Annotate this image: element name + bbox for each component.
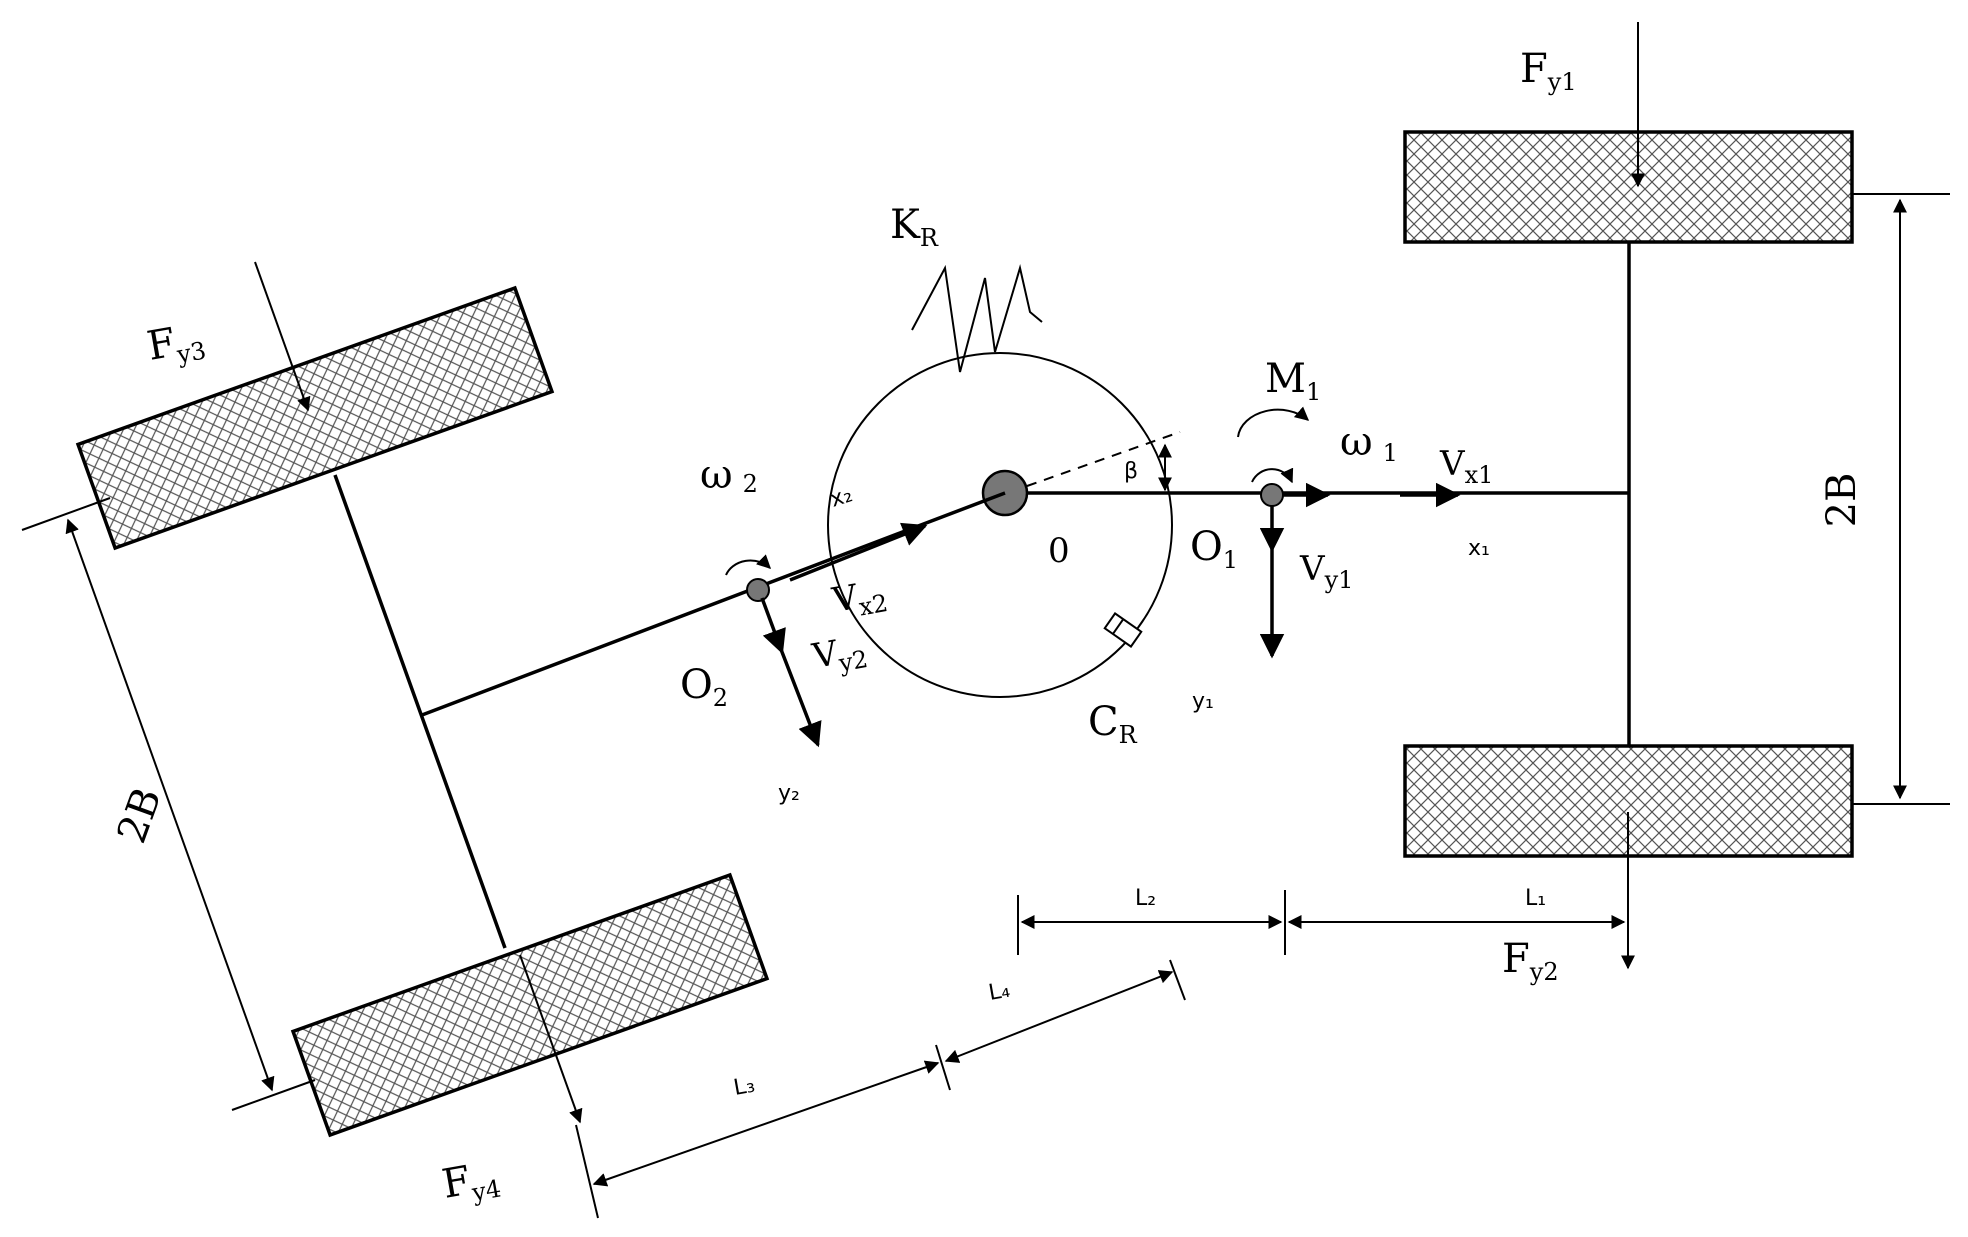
label-kr: KR xyxy=(890,202,939,252)
dim-l3-ext-mid xyxy=(935,1044,951,1091)
point-o2 xyxy=(746,578,770,602)
dim-l4-line xyxy=(944,970,1174,1063)
dim-l4-ext-right xyxy=(1169,959,1186,1001)
spring-kr xyxy=(911,264,1043,373)
y2-axis-line xyxy=(780,651,822,748)
label-o: 0 xyxy=(1048,531,1070,571)
dim-l3-ext-left xyxy=(575,1124,599,1219)
label-beta: β xyxy=(1124,459,1138,484)
vx2-arrow xyxy=(789,522,928,582)
dim-l3-line xyxy=(592,1060,940,1187)
force-fy3-arrow xyxy=(254,261,311,412)
label-x2: x₂ xyxy=(827,482,856,513)
label-l3: L₃ xyxy=(732,1073,757,1101)
force-fy4-arrow xyxy=(519,954,583,1124)
label-fy3: Fy3 xyxy=(144,315,208,374)
dim-2b-left-ext-top xyxy=(21,497,111,531)
dim-2b-left-line xyxy=(65,518,275,1092)
label-o1: O1 xyxy=(1190,524,1238,574)
label-y1: y₁ xyxy=(1192,689,1214,714)
label-l1: L₁ xyxy=(1525,886,1546,911)
label-cr: CR xyxy=(1088,699,1138,749)
damper-cr xyxy=(1103,612,1143,648)
label-fy4: Fy4 xyxy=(439,1153,503,1212)
label-vy2: Vy2 xyxy=(809,628,870,682)
beta-dashed-line xyxy=(1026,431,1181,487)
label-fy2: Fy2 xyxy=(1502,936,1559,986)
label-2b-left: 2B xyxy=(109,782,171,849)
label-vx1: Vx1 xyxy=(1439,444,1493,489)
vy2-arrow xyxy=(760,597,786,655)
label-vy1: Vy1 xyxy=(1299,549,1353,594)
rear-wheel-bottom xyxy=(290,872,770,1138)
label-m1: M1 xyxy=(1265,356,1321,406)
label-fy1: Fy1 xyxy=(1520,46,1577,96)
dim-2b-left-ext-bottom xyxy=(231,1079,316,1111)
front-wheel-top xyxy=(1403,130,1854,244)
rear-axle xyxy=(333,474,507,949)
omega2-rotation-arrow xyxy=(725,554,772,576)
rear-frame-line xyxy=(421,491,1006,717)
point-o1 xyxy=(1260,483,1284,507)
label-2b-right: 2B xyxy=(1819,473,1865,528)
label-vx2: Vx2 xyxy=(829,572,890,626)
label-y2: y₂ xyxy=(778,781,800,806)
label-o2: O2 xyxy=(680,662,728,712)
label-l4: L₄ xyxy=(987,978,1012,1006)
moment-m1-arrow xyxy=(1237,406,1310,438)
label-x1: x₁ xyxy=(1468,536,1490,561)
omega1-rotation-arrow xyxy=(1251,467,1294,484)
rear-wheel-top xyxy=(75,285,555,551)
hinge-circle xyxy=(827,352,1173,698)
label-l2: L₂ xyxy=(1135,886,1156,911)
